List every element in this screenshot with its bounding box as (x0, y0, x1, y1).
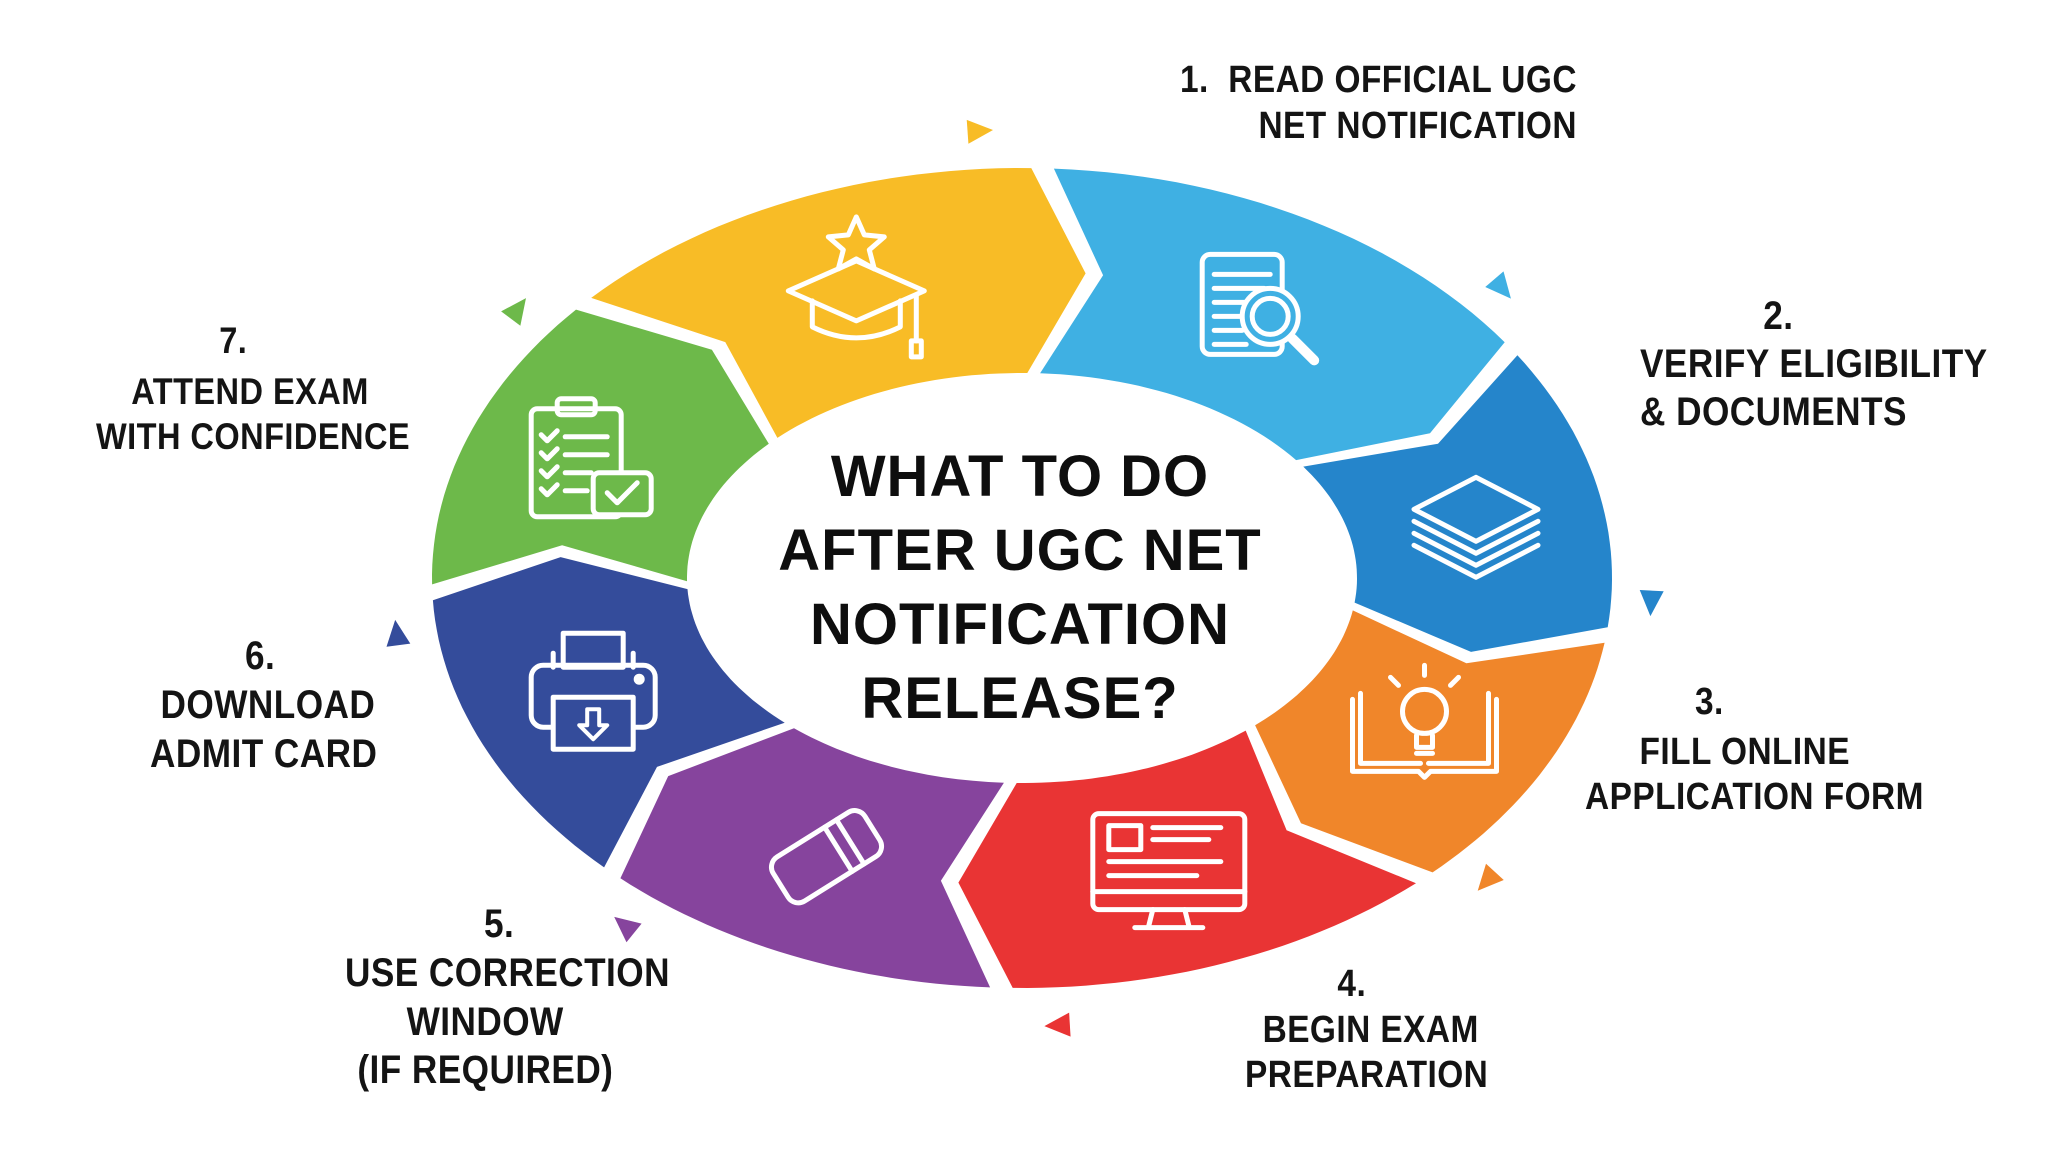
step-2-number: 2. (1763, 294, 1794, 338)
pointer-triangle-icon (1477, 863, 1504, 891)
step-6-text-line: DOWNLOAD (160, 682, 376, 727)
segment-step-7 (432, 309, 769, 585)
step-4-label: 4. BEGIN EXAM PREPARATION (1245, 962, 1488, 1099)
printer-download-icon (528, 630, 658, 752)
step-5-text-line: WINDOW (406, 999, 564, 1044)
center-title-line: NOTIFICATION (809, 592, 1231, 657)
pointer-triangle-icon (501, 298, 526, 326)
segment-step-5 (620, 728, 1004, 988)
step-1-label: 1. READ OFFICIAL UGC NET NOTIFICATION (1180, 58, 1577, 149)
step-4-text-line: BEGIN EXAM (1262, 1008, 1479, 1051)
step-2-text-line: VERIFY ELIGIBILITY (1640, 342, 1988, 386)
pointer-triangle-icon (614, 916, 642, 943)
step-6-text-line: ADMIT CARD (150, 731, 378, 776)
center-title-line: WHAT TO DO (830, 444, 1210, 509)
step-6-number: 6. (245, 634, 276, 678)
clipboard-checklist-icon (528, 396, 654, 520)
document-search-icon (1199, 251, 1320, 366)
center-title: WHAT TO DO AFTER UGC NET NOTIFICATION RE… (740, 440, 1300, 736)
center-title-line: RELEASE? (861, 666, 1179, 731)
eraser-icon (768, 808, 885, 906)
segment-yellow (591, 168, 1086, 438)
step-3-text-line: FILL ONLINE (1639, 730, 1850, 773)
step-4-number: 4. (1337, 963, 1367, 1005)
step-1-number: 1. (1180, 59, 1209, 101)
step-2-text-line: & DOCUMENTS (1640, 390, 1907, 434)
step-5-label: 5. USE CORRECTION WINDOW (IF REQUIRED) (345, 900, 670, 1095)
step-5-text-line: USE CORRECTION (345, 950, 670, 995)
step-6-label: 6. DOWNLOAD ADMIT CARD (150, 632, 377, 778)
step-5-number: 5. (484, 902, 515, 946)
step-5-text-line: (IF REQUIRED) (357, 1048, 614, 1093)
pointer-triangle-icon (1044, 1012, 1071, 1037)
step-7-text-line: WITH CONFIDENCE (96, 416, 411, 458)
pointer-triangle-icon (386, 619, 411, 647)
pointer-triangle-icon (966, 119, 994, 144)
pointer-triangle-icon (1639, 590, 1664, 617)
segment-step-3 (1255, 610, 1605, 873)
pointer-triangle-icon (1485, 271, 1511, 299)
step-3-number: 3. (1695, 681, 1724, 723)
book-lightbulb-icon (1350, 662, 1499, 780)
step-2-label: 2. VERIFY ELIGIBILITY & DOCUMENTS (1640, 292, 1988, 436)
graduation-cap-star-icon (785, 214, 927, 360)
step-7-text-line: ATTEND EXAM (131, 371, 369, 413)
step-3-label: 3. FILL ONLINE APPLICATION FORM (1585, 680, 1924, 821)
center-title-line: AFTER UGC NET (778, 518, 1262, 583)
step-4-text-line: PREPARATION (1245, 1054, 1489, 1097)
monitor-icon (1090, 811, 1248, 931)
segment-step-2 (1303, 355, 1612, 652)
step-7-label: 7. ATTEND EXAM WITH CONFIDENCE (96, 318, 410, 459)
layers-icon (1411, 474, 1541, 580)
step-1-text-line: READ OFFICIAL UGC (1228, 59, 1577, 101)
step-1-text-line: NET NOTIFICATION (1258, 104, 1577, 147)
step-3-text-line: APPLICATION FORM (1585, 776, 1924, 819)
step-7-number: 7. (219, 320, 248, 361)
